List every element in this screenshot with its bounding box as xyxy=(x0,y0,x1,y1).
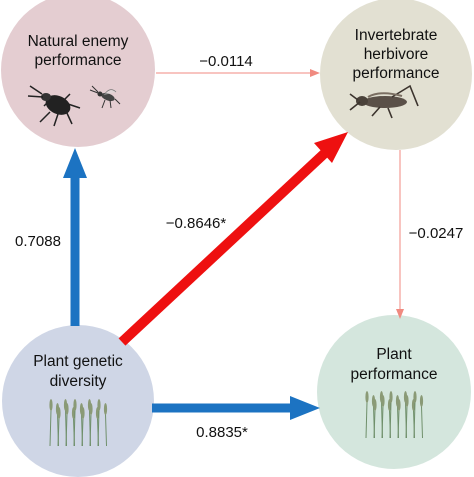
natural-enemy-label-line1: Natural enemy xyxy=(28,33,129,50)
wheat-ear xyxy=(103,403,108,415)
edge-diversity-to-herbivore: −0.8646* xyxy=(118,132,348,346)
wheat-ear xyxy=(405,395,409,407)
edge-diversity-to-enemy-label: 0.7088 xyxy=(15,233,61,250)
wheat-stem xyxy=(49,409,52,447)
wheat-stem xyxy=(73,409,76,447)
wheat-ear xyxy=(65,403,69,415)
diversity-label-line1: Plant genetic xyxy=(33,353,123,370)
node-natural-enemy-performance: Natural enemy performance xyxy=(1,0,155,147)
plant-performance-circle xyxy=(317,315,471,469)
edge-diversity-to-plant-label: 0.8835* xyxy=(196,424,248,441)
plant-performance-label-line1: Plant xyxy=(376,346,412,363)
edge-diversity-to-herbivore-line xyxy=(118,148,330,346)
wheat-stem xyxy=(65,413,68,447)
wheat-ear xyxy=(81,407,85,419)
plant-genetic-diversity-circle xyxy=(2,325,154,477)
plant-performance-label-line2: performance xyxy=(350,366,437,383)
wheat-ear xyxy=(381,395,385,407)
natural-enemy-circle xyxy=(1,0,155,147)
edge-herbivore-to-plant: −0.0247 xyxy=(396,150,463,319)
wheat-stem xyxy=(105,413,107,447)
edge-diversity-to-herbivore-label: −0.8646* xyxy=(166,215,227,232)
edge-enemy-to-herbivore: −0.0114 xyxy=(156,53,320,77)
edge-diversity-to-enemy: 0.7088 xyxy=(15,148,87,326)
natural-enemy-label-line2: performance xyxy=(34,52,121,69)
edge-diversity-to-plant: 0.8835* xyxy=(152,396,320,441)
grasshopper-icon xyxy=(349,84,419,119)
node-invertebrate-herbivore-performance: Invertebrate herbivore performance xyxy=(320,0,472,150)
wheat-stem xyxy=(373,409,376,439)
wheat-plants-icon xyxy=(49,399,108,447)
edge-diversity-to-enemy-arrowhead xyxy=(63,148,87,178)
wheat-ear xyxy=(89,403,93,415)
invertebrate-herbivore-circle xyxy=(320,0,472,150)
wheat-ear xyxy=(49,399,53,411)
parasitoid-wasp-icon xyxy=(89,85,121,109)
wheat-stem xyxy=(413,401,416,439)
wheat-ear xyxy=(419,395,424,407)
edge-diversity-to-plant-arrowhead xyxy=(290,396,320,420)
wheat-ear xyxy=(57,407,61,419)
wheat-stem xyxy=(389,401,392,439)
node-plant-genetic-diversity: Plant genetic diversity xyxy=(2,325,154,477)
wheat-ear xyxy=(365,391,369,403)
edge-herbivore-to-plant-arrowhead xyxy=(396,309,404,319)
wheat-stem xyxy=(381,405,384,439)
wheat-stem xyxy=(397,409,400,439)
wheat-ear xyxy=(389,391,393,403)
node-plant-performance: Plant performance xyxy=(317,315,471,469)
wheat-ear xyxy=(73,399,77,411)
wheat-ear xyxy=(397,399,401,411)
edge-herbivore-to-plant-label: −0.0247 xyxy=(409,225,464,242)
diversity-label-line2: diversity xyxy=(50,373,107,390)
herbivore-label-line3: performance xyxy=(352,65,439,82)
wheat-stem xyxy=(421,405,423,439)
wheat-stem xyxy=(89,413,92,447)
edge-diversity-to-herbivore-arrowhead xyxy=(314,132,348,163)
predator-bug-icon xyxy=(27,85,81,127)
wheat-stem xyxy=(365,401,368,439)
wheat-stem xyxy=(57,417,60,447)
wheat-plants-icon xyxy=(365,391,424,439)
wheat-ear xyxy=(373,399,377,411)
wheat-ear xyxy=(97,399,101,411)
herbivore-label-line2: herbivore xyxy=(364,46,429,63)
wheat-stem xyxy=(81,417,84,447)
wheat-ear xyxy=(413,391,417,403)
edge-enemy-to-herbivore-arrowhead xyxy=(310,69,320,77)
wheat-stem xyxy=(405,405,408,439)
wheat-stem xyxy=(97,409,100,447)
herbivore-label-line1: Invertebrate xyxy=(355,27,438,44)
edge-enemy-to-herbivore-label: −0.0114 xyxy=(199,53,253,70)
